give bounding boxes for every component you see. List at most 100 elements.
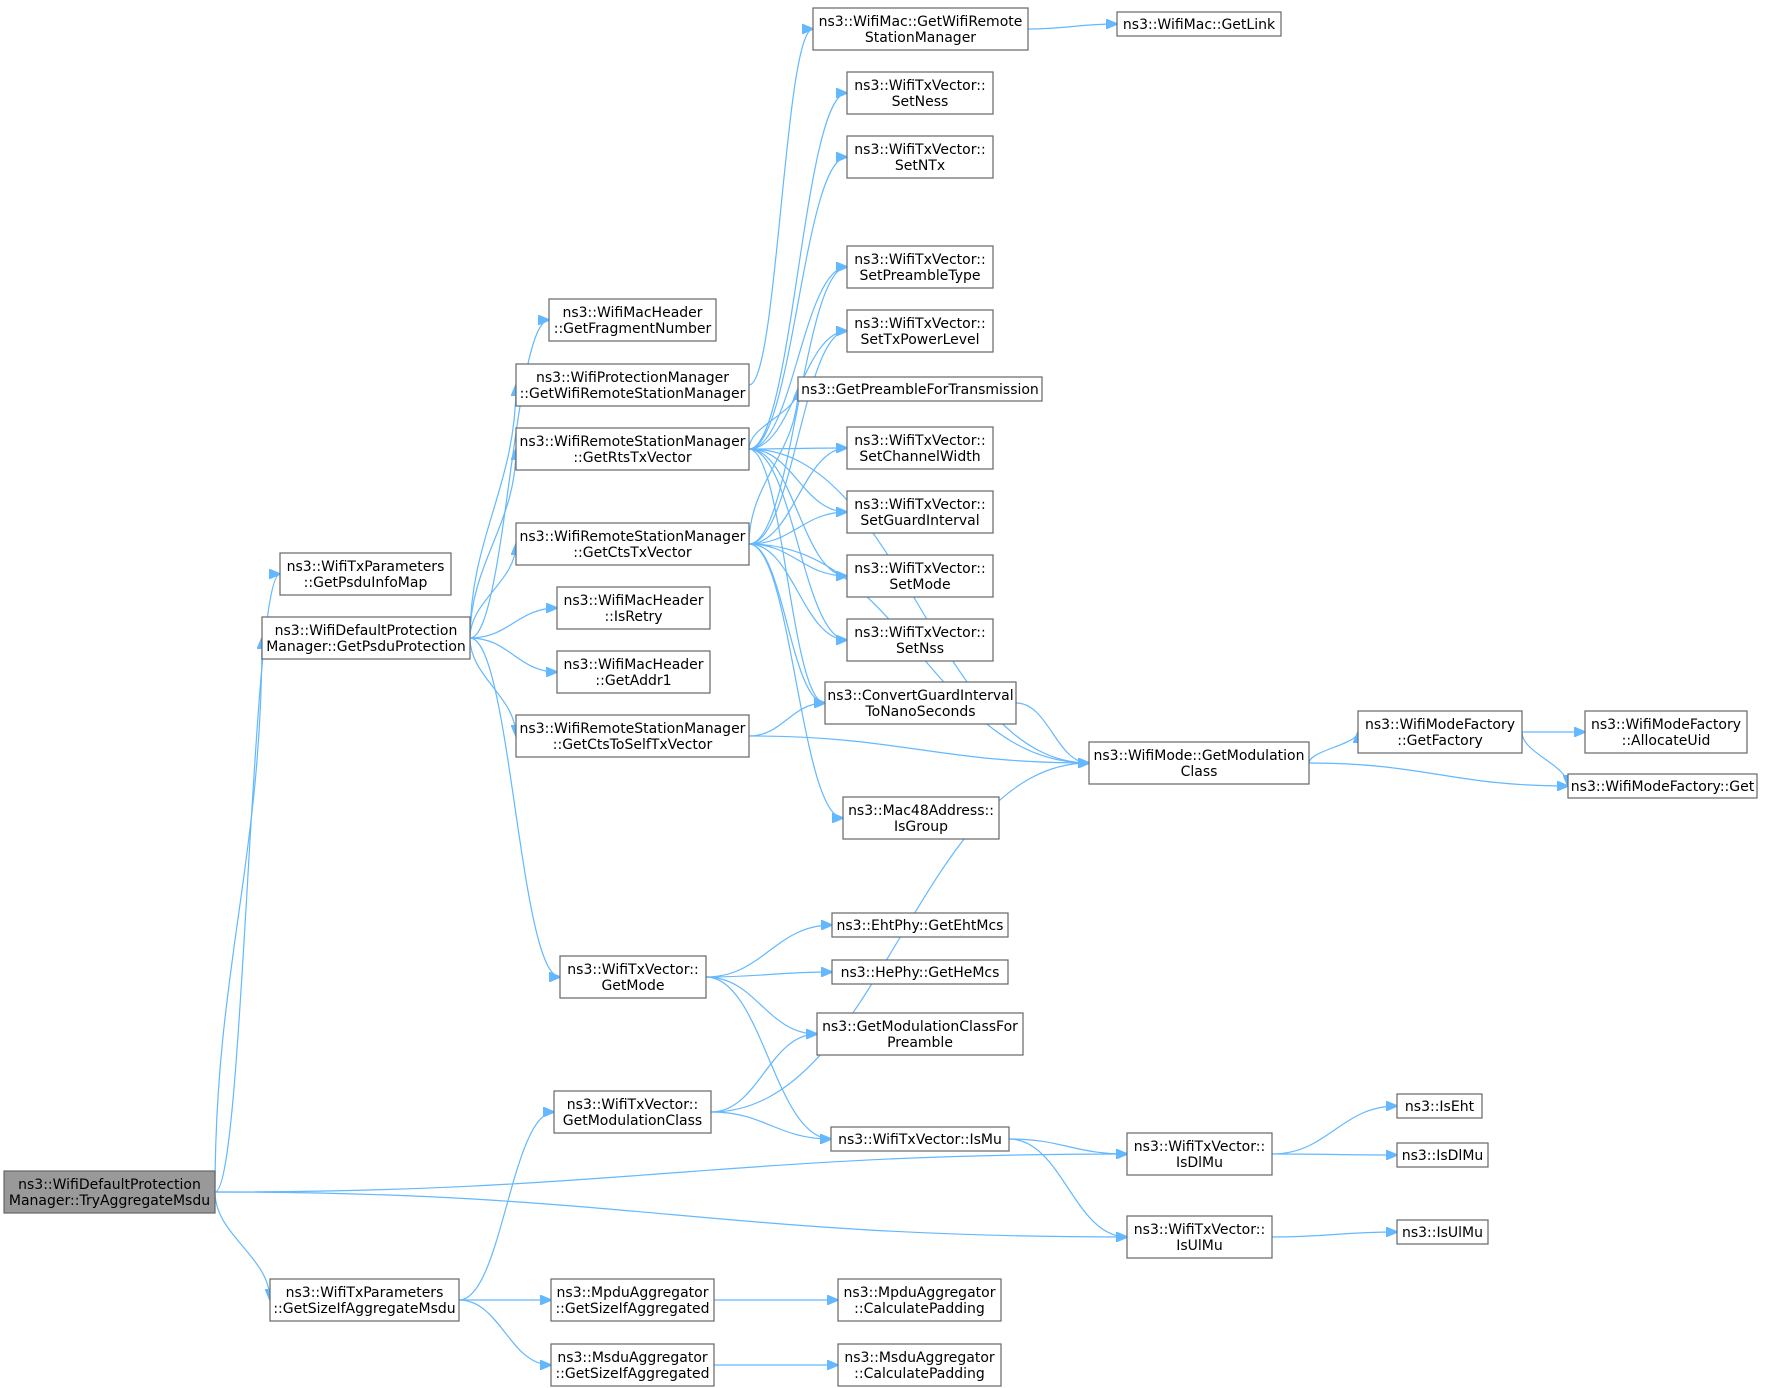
node-isulmu[interactable]: ns3::WifiTxVector::IsUlMu (1126, 1215, 1273, 1259)
node-wmgmc[interactable]: ns3::WifiMode::GetModulationClass (1088, 741, 1310, 785)
node-gfn[interactable]: ns3::WifiMacHeader::GetFragmentNumber (548, 298, 717, 342)
node-label: GetModulationClass (563, 1113, 702, 1129)
node-mpdu_cp[interactable]: ns3::MpduAggregator::CalculatePadding (837, 1278, 1002, 1322)
node-box[interactable] (846, 618, 994, 662)
node-box[interactable] (550, 1343, 715, 1387)
node-box[interactable] (846, 245, 994, 289)
node-getmode[interactable]: ns3::WifiTxVector::GetMode (559, 955, 707, 999)
node-box[interactable] (837, 1278, 1002, 1322)
edge-grts-to-setgi (748, 448, 847, 512)
node-box[interactable] (816, 1012, 1024, 1056)
node-box[interactable] (1088, 741, 1310, 785)
node-box[interactable] (550, 1278, 715, 1322)
node-box[interactable] (553, 1090, 712, 1134)
node-box[interactable] (846, 71, 994, 115)
node-label: IsDlMu (1176, 1155, 1223, 1171)
node-gpp[interactable]: ns3::WifiDefaultProtectionManager::GetPs… (261, 616, 471, 660)
node-setnss[interactable]: ns3::WifiTxVector::SetNss (846, 618, 994, 662)
node-label: SetNess (892, 94, 949, 110)
node-msdu_gsia[interactable]: ns3::MsduAggregator::GetSizeIfAggregated (550, 1343, 715, 1387)
node-setness[interactable]: ns3::WifiTxVector::SetNess (846, 71, 994, 115)
node-gpft[interactable]: ns3::GetPreambleForTransmission (797, 376, 1043, 402)
node-box[interactable] (1567, 773, 1758, 799)
node-box[interactable] (261, 616, 471, 660)
node-gpim[interactable]: ns3::WifiTxParameters::GetPsduInfoMap (279, 552, 452, 596)
node-tam[interactable]: ns3::WifiDefaultProtectionManager::TryAg… (3, 1170, 216, 1214)
node-box[interactable] (556, 586, 711, 630)
node-box[interactable] (1126, 1215, 1273, 1259)
node-msdu_cp[interactable]: ns3::MsduAggregator::CalculatePadding (837, 1343, 1002, 1387)
node-box[interactable] (846, 554, 994, 598)
node-box[interactable] (831, 959, 1009, 985)
node-setntx[interactable]: ns3::WifiTxVector::SetNTx (846, 135, 994, 179)
node-isretry[interactable]: ns3::WifiMacHeader::IsRetry (556, 586, 711, 630)
node-settxpl[interactable]: ns3::WifiTxVector::SetTxPowerLevel (846, 309, 994, 353)
node-grts[interactable]: ns3::WifiRemoteStationManager::GetRtsTxV… (515, 427, 750, 471)
node-box[interactable] (1116, 11, 1282, 37)
node-box[interactable] (824, 681, 1017, 725)
node-box[interactable] (846, 135, 994, 179)
edge-ismu-to-isdlmu (1008, 1138, 1127, 1154)
node-label: ns3::Mac48Address:: (848, 803, 994, 819)
node-box[interactable] (548, 298, 717, 342)
node-box[interactable] (515, 363, 750, 407)
node-box[interactable] (846, 426, 994, 470)
node-setcw[interactable]: ns3::WifiTxVector::SetChannelWidth (846, 426, 994, 470)
node-box[interactable] (846, 490, 994, 534)
node-gethe[interactable]: ns3::HePhy::GetHeMcs (831, 959, 1009, 985)
node-box[interactable] (3, 1170, 216, 1214)
node-box[interactable] (1126, 1132, 1273, 1176)
node-box[interactable] (269, 1278, 460, 1322)
node-box[interactable] (279, 552, 452, 596)
node-box[interactable] (797, 376, 1043, 402)
node-getlink[interactable]: ns3::WifiMac::GetLink (1116, 11, 1282, 37)
node-gsam[interactable]: ns3::WifiTxParameters::GetSizeIfAggregat… (269, 1278, 460, 1322)
node-box[interactable] (515, 522, 750, 566)
node-ismu[interactable]: ns3::WifiTxVector::IsMu (830, 1126, 1010, 1152)
node-label: ns3::WifiDefaultProtection (275, 623, 458, 639)
node-getfactory[interactable]: ns3::WifiModeFactory::GetFactory (1357, 710, 1523, 754)
node-isulmu2[interactable]: ns3::IsUlMu (1396, 1219, 1489, 1245)
node-box[interactable] (846, 309, 994, 353)
node-label: SetNTx (895, 158, 945, 174)
edge-grts-to-cgi (748, 448, 825, 703)
node-box[interactable] (830, 1126, 1010, 1152)
edge-gpp-to-gcts (469, 544, 516, 639)
node-iseht[interactable]: ns3::IsEht (1396, 1093, 1483, 1119)
node-box[interactable] (1396, 1093, 1483, 1119)
node-gcts[interactable]: ns3::WifiRemoteStationManager::GetCtsTxV… (515, 522, 750, 566)
node-box[interactable] (1396, 1142, 1489, 1168)
node-isdlmu[interactable]: ns3::WifiTxVector::IsDlMu (1126, 1132, 1273, 1176)
node-box[interactable] (559, 955, 707, 999)
node-gctsself[interactable]: ns3::WifiRemoteStationManager::GetCtsToS… (515, 714, 750, 758)
node-label: ns3::WifiTxVector:: (854, 625, 985, 641)
node-geteht[interactable]: ns3::EhtPhy::GetEhtMcs (831, 912, 1009, 938)
node-box[interactable] (1396, 1219, 1489, 1245)
node-mpdu_gsia[interactable]: ns3::MpduAggregator::GetSizeIfAggregated (550, 1278, 715, 1322)
node-gmodclass[interactable]: ns3::WifiTxVector::GetModulationClass (553, 1090, 712, 1134)
node-macgwrsm[interactable]: ns3::WifiMac::GetWifiRemoteStationManage… (812, 7, 1029, 51)
node-box[interactable] (1584, 710, 1748, 754)
node-getaddr1[interactable]: ns3::WifiMacHeader::GetAddr1 (556, 650, 711, 694)
node-box[interactable] (837, 1343, 1002, 1387)
node-label: ::GetRtsTxVector (573, 450, 692, 466)
node-wmfget[interactable]: ns3::WifiModeFactory::Get (1567, 773, 1758, 799)
node-setgi[interactable]: ns3::WifiTxVector::SetGuardInterval (846, 490, 994, 534)
node-isdlmu2[interactable]: ns3::IsDlMu (1396, 1142, 1489, 1168)
node-box[interactable] (556, 650, 711, 694)
edge-gcts-to-setgi (748, 512, 847, 545)
node-box[interactable] (515, 714, 750, 758)
node-box[interactable] (842, 796, 1000, 840)
node-box[interactable] (1357, 710, 1523, 754)
node-allocuid[interactable]: ns3::WifiModeFactory::AllocateUid (1584, 710, 1748, 754)
node-box[interactable] (515, 427, 750, 471)
node-box[interactable] (812, 7, 1029, 51)
node-box[interactable] (831, 912, 1009, 938)
node-setmode[interactable]: ns3::WifiTxVector::SetMode (846, 554, 994, 598)
node-setpre[interactable]: ns3::WifiTxVector::SetPreambleType (846, 245, 994, 289)
node-isgroup[interactable]: ns3::Mac48Address::IsGroup (842, 796, 1000, 840)
node-gwrsm[interactable]: ns3::WifiProtectionManager::GetWifiRemot… (515, 363, 750, 407)
node-label: ns3::IsUlMu (1402, 1225, 1483, 1241)
